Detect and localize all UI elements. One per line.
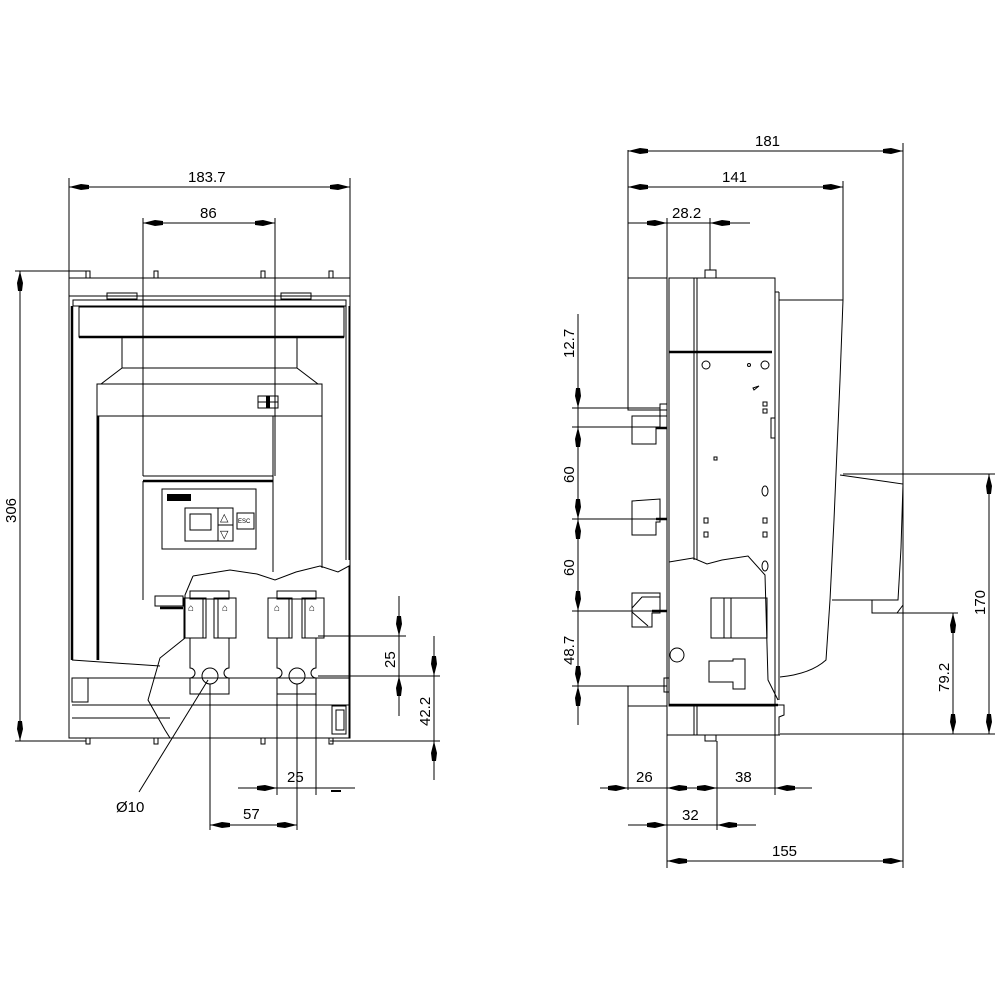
dim-overall-width: 183.7 bbox=[188, 169, 226, 186]
down-key-icon[interactable]: ▽ bbox=[220, 529, 229, 541]
svg-text:⌂: ⌂ bbox=[309, 603, 315, 614]
mounting-hole-right bbox=[288, 667, 306, 685]
brand-label bbox=[167, 494, 191, 501]
dim-overall-height: 306 bbox=[3, 498, 20, 523]
front-view: △ ▽ ESC ⌂ bbox=[3, 169, 440, 830]
dim-handle-bottom: 79.2 bbox=[936, 663, 953, 692]
front-dimensions: 183.7 86 306 25 42.2 Ø1 bbox=[3, 169, 440, 830]
dim-terminal-width: 25 bbox=[287, 769, 304, 786]
terminal-right: ⌂ ⌂ bbox=[267, 590, 325, 695]
side-body bbox=[668, 277, 776, 707]
dim-terminal-depth: 38 bbox=[735, 769, 752, 786]
grid-marker-icon bbox=[257, 395, 279, 409]
dim-overall-depth: 181 bbox=[755, 133, 780, 150]
terminal-left: ⌂ ⌂ bbox=[183, 590, 237, 695]
side-terminals bbox=[631, 403, 670, 693]
dim-terminal-pitch: 57 bbox=[243, 806, 260, 823]
rotary-handle bbox=[832, 474, 904, 601]
display-module: △ ▽ ESC bbox=[142, 416, 274, 600]
svg-text:⌂: ⌂ bbox=[188, 603, 194, 614]
dim-bottom-offset: 48.7 bbox=[561, 636, 578, 665]
side-dimensions: 181 141 28.2 12.7 60 60 bbox=[561, 133, 995, 868]
dim-pitch-2: 60 bbox=[561, 559, 578, 576]
dim-top-offset: 12.7 bbox=[561, 329, 578, 358]
up-key-icon[interactable]: △ bbox=[220, 512, 229, 524]
dim-terminal-width-side: 32 bbox=[682, 807, 699, 824]
dim-body-depth: 155 bbox=[772, 843, 797, 860]
dim-depth-to-panel: 141 bbox=[722, 169, 747, 186]
dim-pitch-1: 60 bbox=[561, 466, 578, 483]
dim-front-offset: 28.2 bbox=[672, 205, 701, 222]
dim-handle-height: 170 bbox=[972, 590, 989, 615]
esc-key[interactable]: ESC bbox=[238, 519, 251, 525]
svg-text:⌂: ⌂ bbox=[274, 603, 280, 614]
dim-terminal-offset-top: 25 bbox=[382, 651, 399, 668]
dim-hole-diameter: Ø10 bbox=[116, 799, 144, 816]
dim-rear-offset: 26 bbox=[636, 769, 653, 786]
top-cover bbox=[78, 306, 345, 338]
dim-terminal-offset-bottom: 42.2 bbox=[417, 697, 434, 726]
mounting-hole-left bbox=[201, 667, 219, 685]
side-view: 181 141 28.2 12.7 60 60 bbox=[561, 133, 995, 868]
svg-text:⌂: ⌂ bbox=[222, 603, 228, 614]
rear-cover bbox=[779, 299, 844, 678]
display-screen bbox=[189, 513, 212, 531]
dim-inner-width: 86 bbox=[200, 205, 217, 222]
